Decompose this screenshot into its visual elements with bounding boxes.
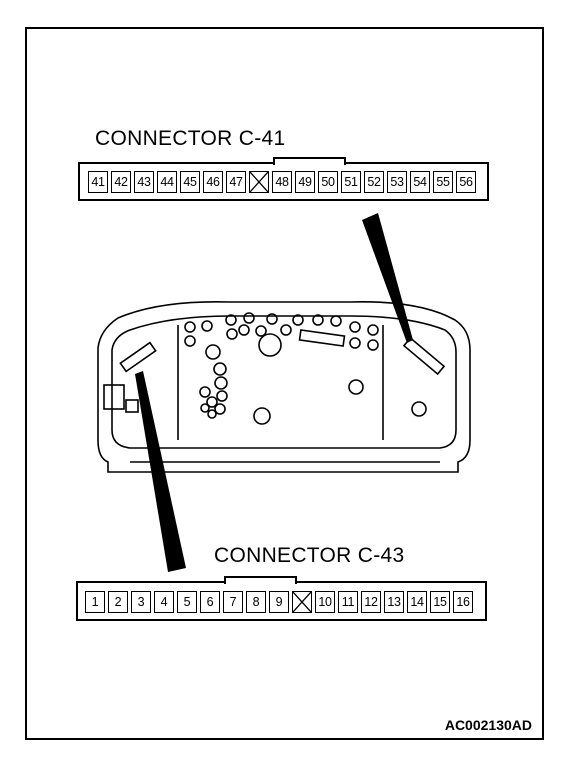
- connector-c43-latch: [224, 576, 297, 584]
- figure-code: AC002130AD: [444, 717, 532, 733]
- pin: 9: [269, 591, 289, 613]
- pin: 7: [223, 591, 243, 613]
- pin: 52: [364, 171, 384, 193]
- pin: 1: [85, 591, 105, 613]
- pin: 51: [341, 171, 361, 193]
- blank-pin-cross-icon: [250, 172, 268, 192]
- pin: 12: [361, 591, 381, 613]
- pin: 4: [154, 591, 174, 613]
- pin: 11: [338, 591, 358, 613]
- pin: 50: [318, 171, 338, 193]
- pin: 44: [157, 171, 177, 193]
- pin: 6: [200, 591, 220, 613]
- pin: 56: [456, 171, 476, 193]
- connector-c41-title: CONNECTOR C-41: [95, 127, 286, 150]
- pin: 54: [410, 171, 430, 193]
- pin: 45: [180, 171, 200, 193]
- pin: 3: [131, 591, 151, 613]
- pin: 41: [88, 171, 108, 193]
- connector-c43-title: CONNECTOR C-43: [214, 544, 405, 567]
- pin: 42: [111, 171, 131, 193]
- pin: 8: [246, 591, 266, 613]
- pin: 47: [226, 171, 246, 193]
- pin-blank: [249, 171, 269, 193]
- pin: 53: [387, 171, 407, 193]
- pin: 15: [430, 591, 450, 613]
- pin: 46: [203, 171, 223, 193]
- figure-frame: [25, 27, 544, 740]
- pin: 13: [384, 591, 404, 613]
- pin: 55: [433, 171, 453, 193]
- pin: 10: [315, 591, 335, 613]
- pin: 5: [177, 591, 197, 613]
- pin: 49: [295, 171, 315, 193]
- pin: 48: [272, 171, 292, 193]
- pin: 2: [108, 591, 128, 613]
- pin-blank: [292, 591, 312, 613]
- blank-pin-cross-icon: [293, 592, 311, 612]
- connector-c41-latch: [273, 157, 346, 165]
- pin: 14: [407, 591, 427, 613]
- pin: 16: [453, 591, 473, 613]
- pin: 43: [134, 171, 154, 193]
